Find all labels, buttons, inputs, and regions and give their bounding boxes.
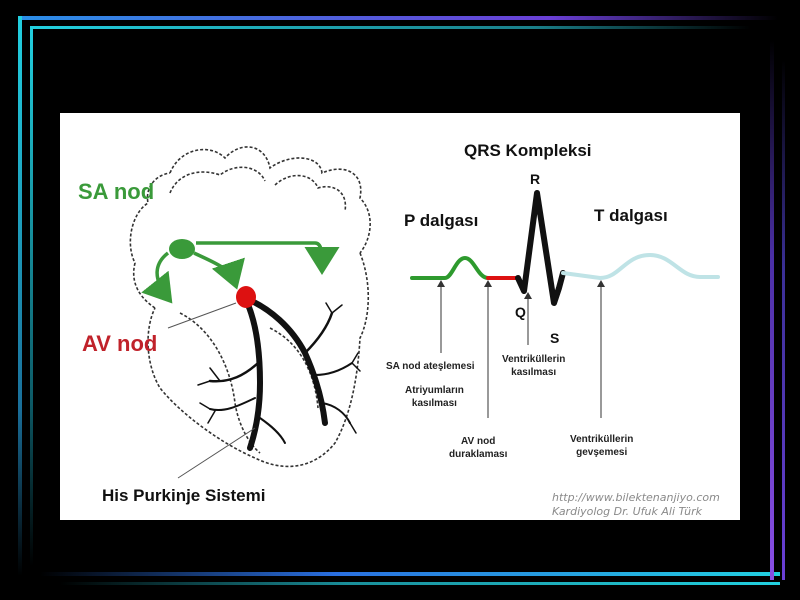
- frame-bottom-inner-line: [60, 582, 780, 585]
- av-node-label: AV nod: [82, 331, 158, 356]
- annotation-av-pause: AV nod duraklaması: [449, 435, 507, 461]
- p-wave-segment: [410, 256, 490, 280]
- r-peak-label: R: [530, 171, 541, 187]
- annotation-av-pause-line2: duraklaması: [449, 449, 508, 460]
- credit-author: Kardiyolog Dr. Ufuk Ali Türk: [552, 505, 702, 518]
- q-label: Q: [515, 304, 526, 320]
- annotation-atria-line2: kasılması: [411, 398, 457, 409]
- credit-url: http://www.bilektenanjiyo.com: [552, 491, 720, 504]
- av-node-marker: [236, 286, 256, 308]
- frame-bottom-line: [40, 572, 780, 576]
- annotation-vent-relax-line1: Ventriküllerin: [570, 434, 634, 445]
- sa-node-label: SA nod: [78, 179, 155, 204]
- annotation-sa-fire: SA nod ateşlemesi: [386, 361, 475, 372]
- qrs-segment: [515, 190, 566, 306]
- conduction-arrows: [141, 241, 340, 304]
- his-pointer-line: [177, 427, 256, 479]
- his-purkinje-label: His Purkinje Sistemi: [102, 486, 266, 505]
- frame-right-line: [770, 40, 774, 580]
- annotation-arrows: [437, 280, 605, 418]
- qrs-title: QRS Kompleksi: [464, 141, 592, 160]
- frame-left-line: [18, 16, 22, 576]
- frame-left-inner-line: [30, 26, 33, 566]
- s-label: S: [550, 330, 560, 346]
- sa-node-marker: [169, 239, 195, 259]
- diagram-panel: SA nod AV nod His Purkinje Sistemi QRS K…: [60, 113, 740, 520]
- frame-top-inner-line: [30, 26, 750, 29]
- ecg-trace: [410, 190, 720, 306]
- diagram-drawing: [129, 146, 720, 479]
- p-wave-label: P dalgası: [404, 211, 479, 230]
- his-purkinje-tree: [197, 295, 361, 451]
- av-pointer-line: [167, 302, 237, 329]
- annotation-atria-contraction: Atriyumların kasılması: [405, 384, 464, 410]
- frame-right-inner-line: [782, 60, 785, 580]
- annotation-ventricle-contraction: Ventriküllerin kasılması: [502, 353, 565, 379]
- t-wave-segment: [561, 253, 720, 280]
- t-wave-label: T dalgası: [594, 206, 668, 225]
- annotation-vent-relax-line2: gevşemesi: [576, 447, 628, 458]
- annotation-vent-contract-line2: kasılması: [511, 367, 557, 378]
- annotation-vent-contract-line1: Ventriküllerin: [502, 354, 566, 365]
- heart-outline: [129, 146, 371, 468]
- annotation-av-pause-line1: AV nod: [461, 436, 496, 447]
- annotation-atria-line1: Atriyumların: [405, 385, 464, 396]
- frame-top-line: [18, 16, 778, 20]
- annotation-ventricle-relaxation: Ventriküllerin gevşemesi: [570, 433, 633, 459]
